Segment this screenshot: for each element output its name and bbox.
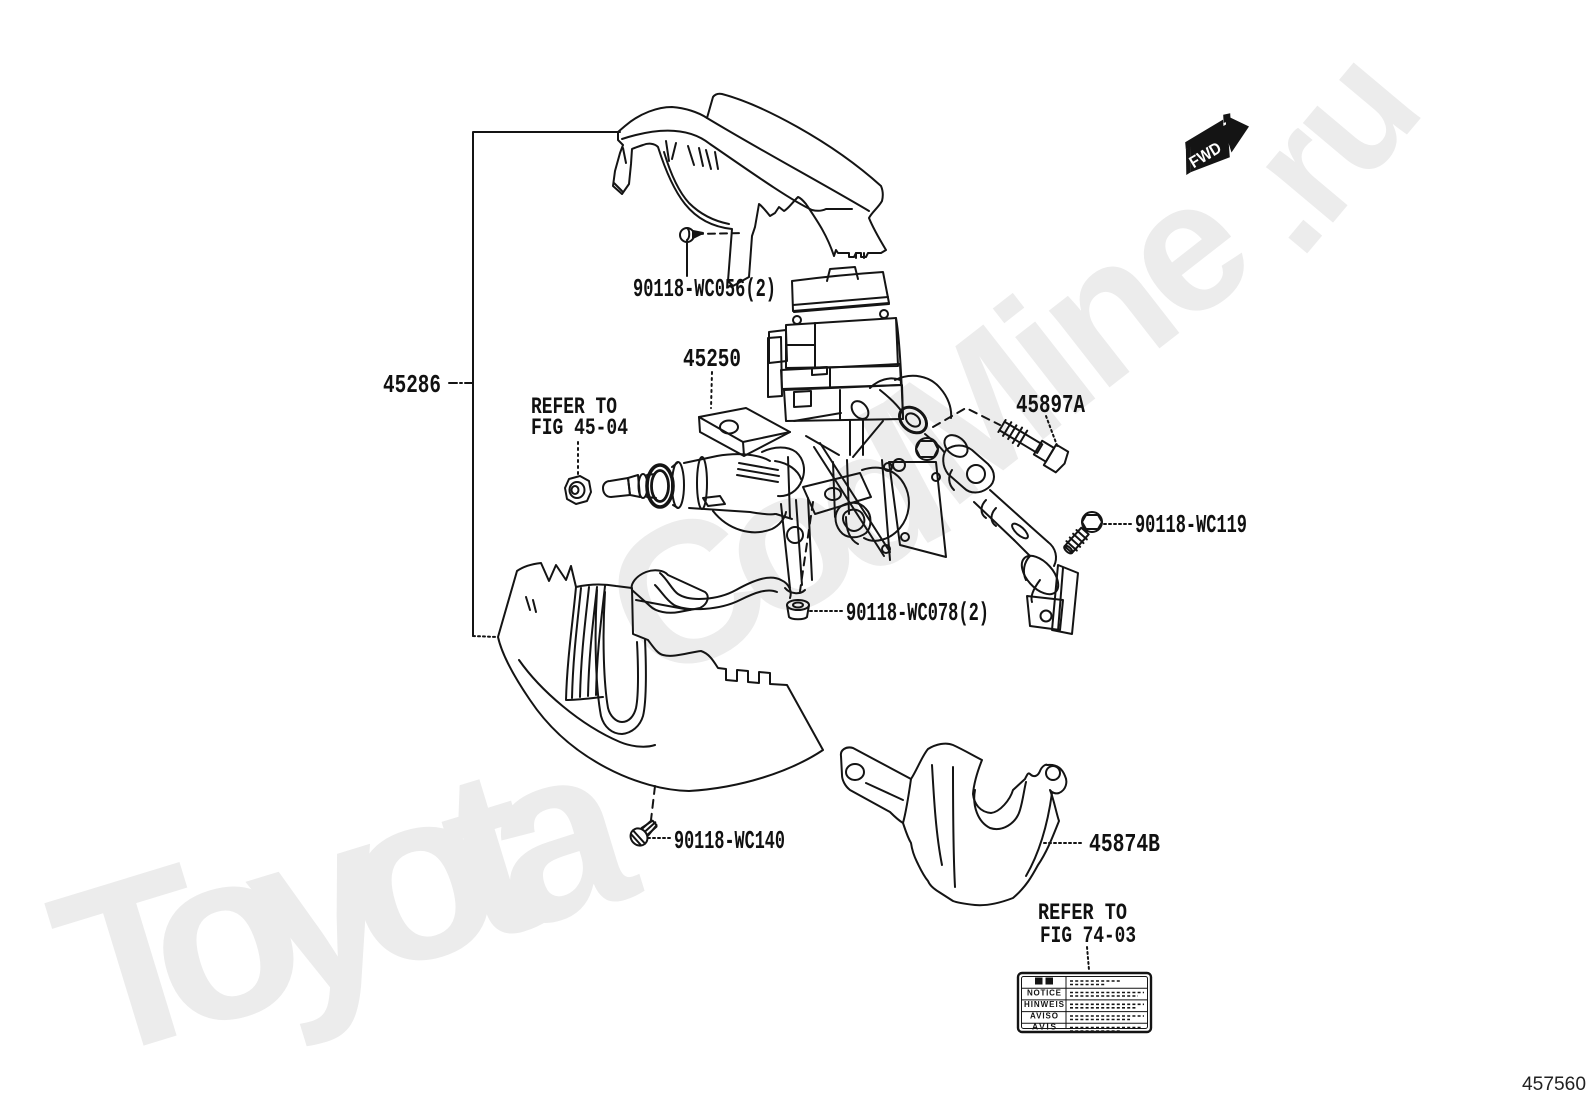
svg-text:45250: 45250 [683,344,741,374]
svg-text:AVIS: AVIS [1032,1022,1056,1032]
svg-text:NOTICE: NOTICE [1027,989,1062,998]
svg-text:90118-WC056(2): 90118-WC056(2) [633,274,776,304]
svg-text:AVISO: AVISO [1030,1012,1058,1021]
svg-text:457560: 457560 [1522,1074,1586,1095]
svg-text:HINWEIS: HINWEIS [1024,1000,1065,1009]
svg-text:FIG 74-03: FIG 74-03 [1040,923,1136,949]
svg-text:REFER TO: REFER TO [1038,900,1127,926]
svg-text:90118-WC078(2): 90118-WC078(2) [846,598,989,628]
svg-text:45874B: 45874B [1089,829,1160,859]
svg-text:Toyota: Toyota [27,685,660,1099]
svg-text:45286: 45286 [383,370,441,400]
svg-text:90118-WC140: 90118-WC140 [674,826,785,856]
svg-text:FIG 45-04: FIG 45-04 [531,415,628,441]
svg-text:90118-WC119: 90118-WC119 [1135,510,1247,540]
svg-text:REFER TO: REFER TO [531,394,617,420]
svg-text:45897A: 45897A [1016,390,1085,420]
